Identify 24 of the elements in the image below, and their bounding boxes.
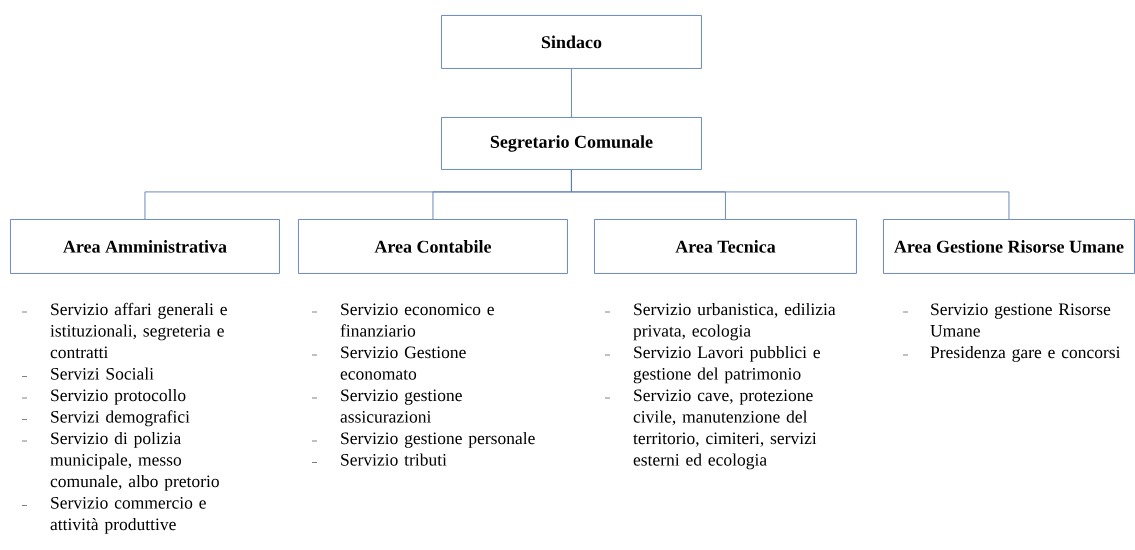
list-item: Servizio gestione assicurazioni xyxy=(340,389,462,423)
list-item: Servizio cave, protezione civile, manutenzione del territorio, cimiteri, servizi esterni ed ecologia xyxy=(633,389,817,470)
org-box: Sindaco xyxy=(441,15,702,69)
list-item: Servizio protocollo xyxy=(51,388,186,405)
list-item: Servizio urbanistica, edilizia privata, ecologia xyxy=(633,302,836,341)
list-item: Servizi Sociali xyxy=(51,367,154,380)
org-box: Segretario Comunale xyxy=(441,117,702,170)
list-item: Servizi demografici xyxy=(51,410,190,427)
list-item: Servizio economico e finanziario xyxy=(340,303,494,337)
org-box: Area Amministrativa xyxy=(10,219,280,274)
list-item: Servizio commercio e attività produttive xyxy=(50,496,206,534)
list-item: Servizio Gestione economato xyxy=(340,346,466,380)
list-item: Servizio affari generali e istituzionali, segreteria e contratti xyxy=(50,302,227,359)
list-item: Servizio gestione personale xyxy=(341,431,535,448)
list-item: Servizio Lavori pubblici e gestione del patrimonio xyxy=(633,345,820,384)
org-box: Area Tecnica xyxy=(594,219,857,274)
org-box: Area Contabile xyxy=(298,219,568,274)
org-box: Area Gestione Risorse Umane xyxy=(883,219,1135,274)
list-item: Servizio gestione Risorse Umane xyxy=(930,303,1111,337)
list-item: Servizio tributi xyxy=(341,453,447,466)
list-item: Servizio di polizia municipale, messo comunale, albo pretorio xyxy=(50,431,219,491)
connector-line xyxy=(571,68,572,118)
connector-line xyxy=(571,169,1010,220)
list-item: Presidenza gare e concorsi xyxy=(930,345,1121,362)
